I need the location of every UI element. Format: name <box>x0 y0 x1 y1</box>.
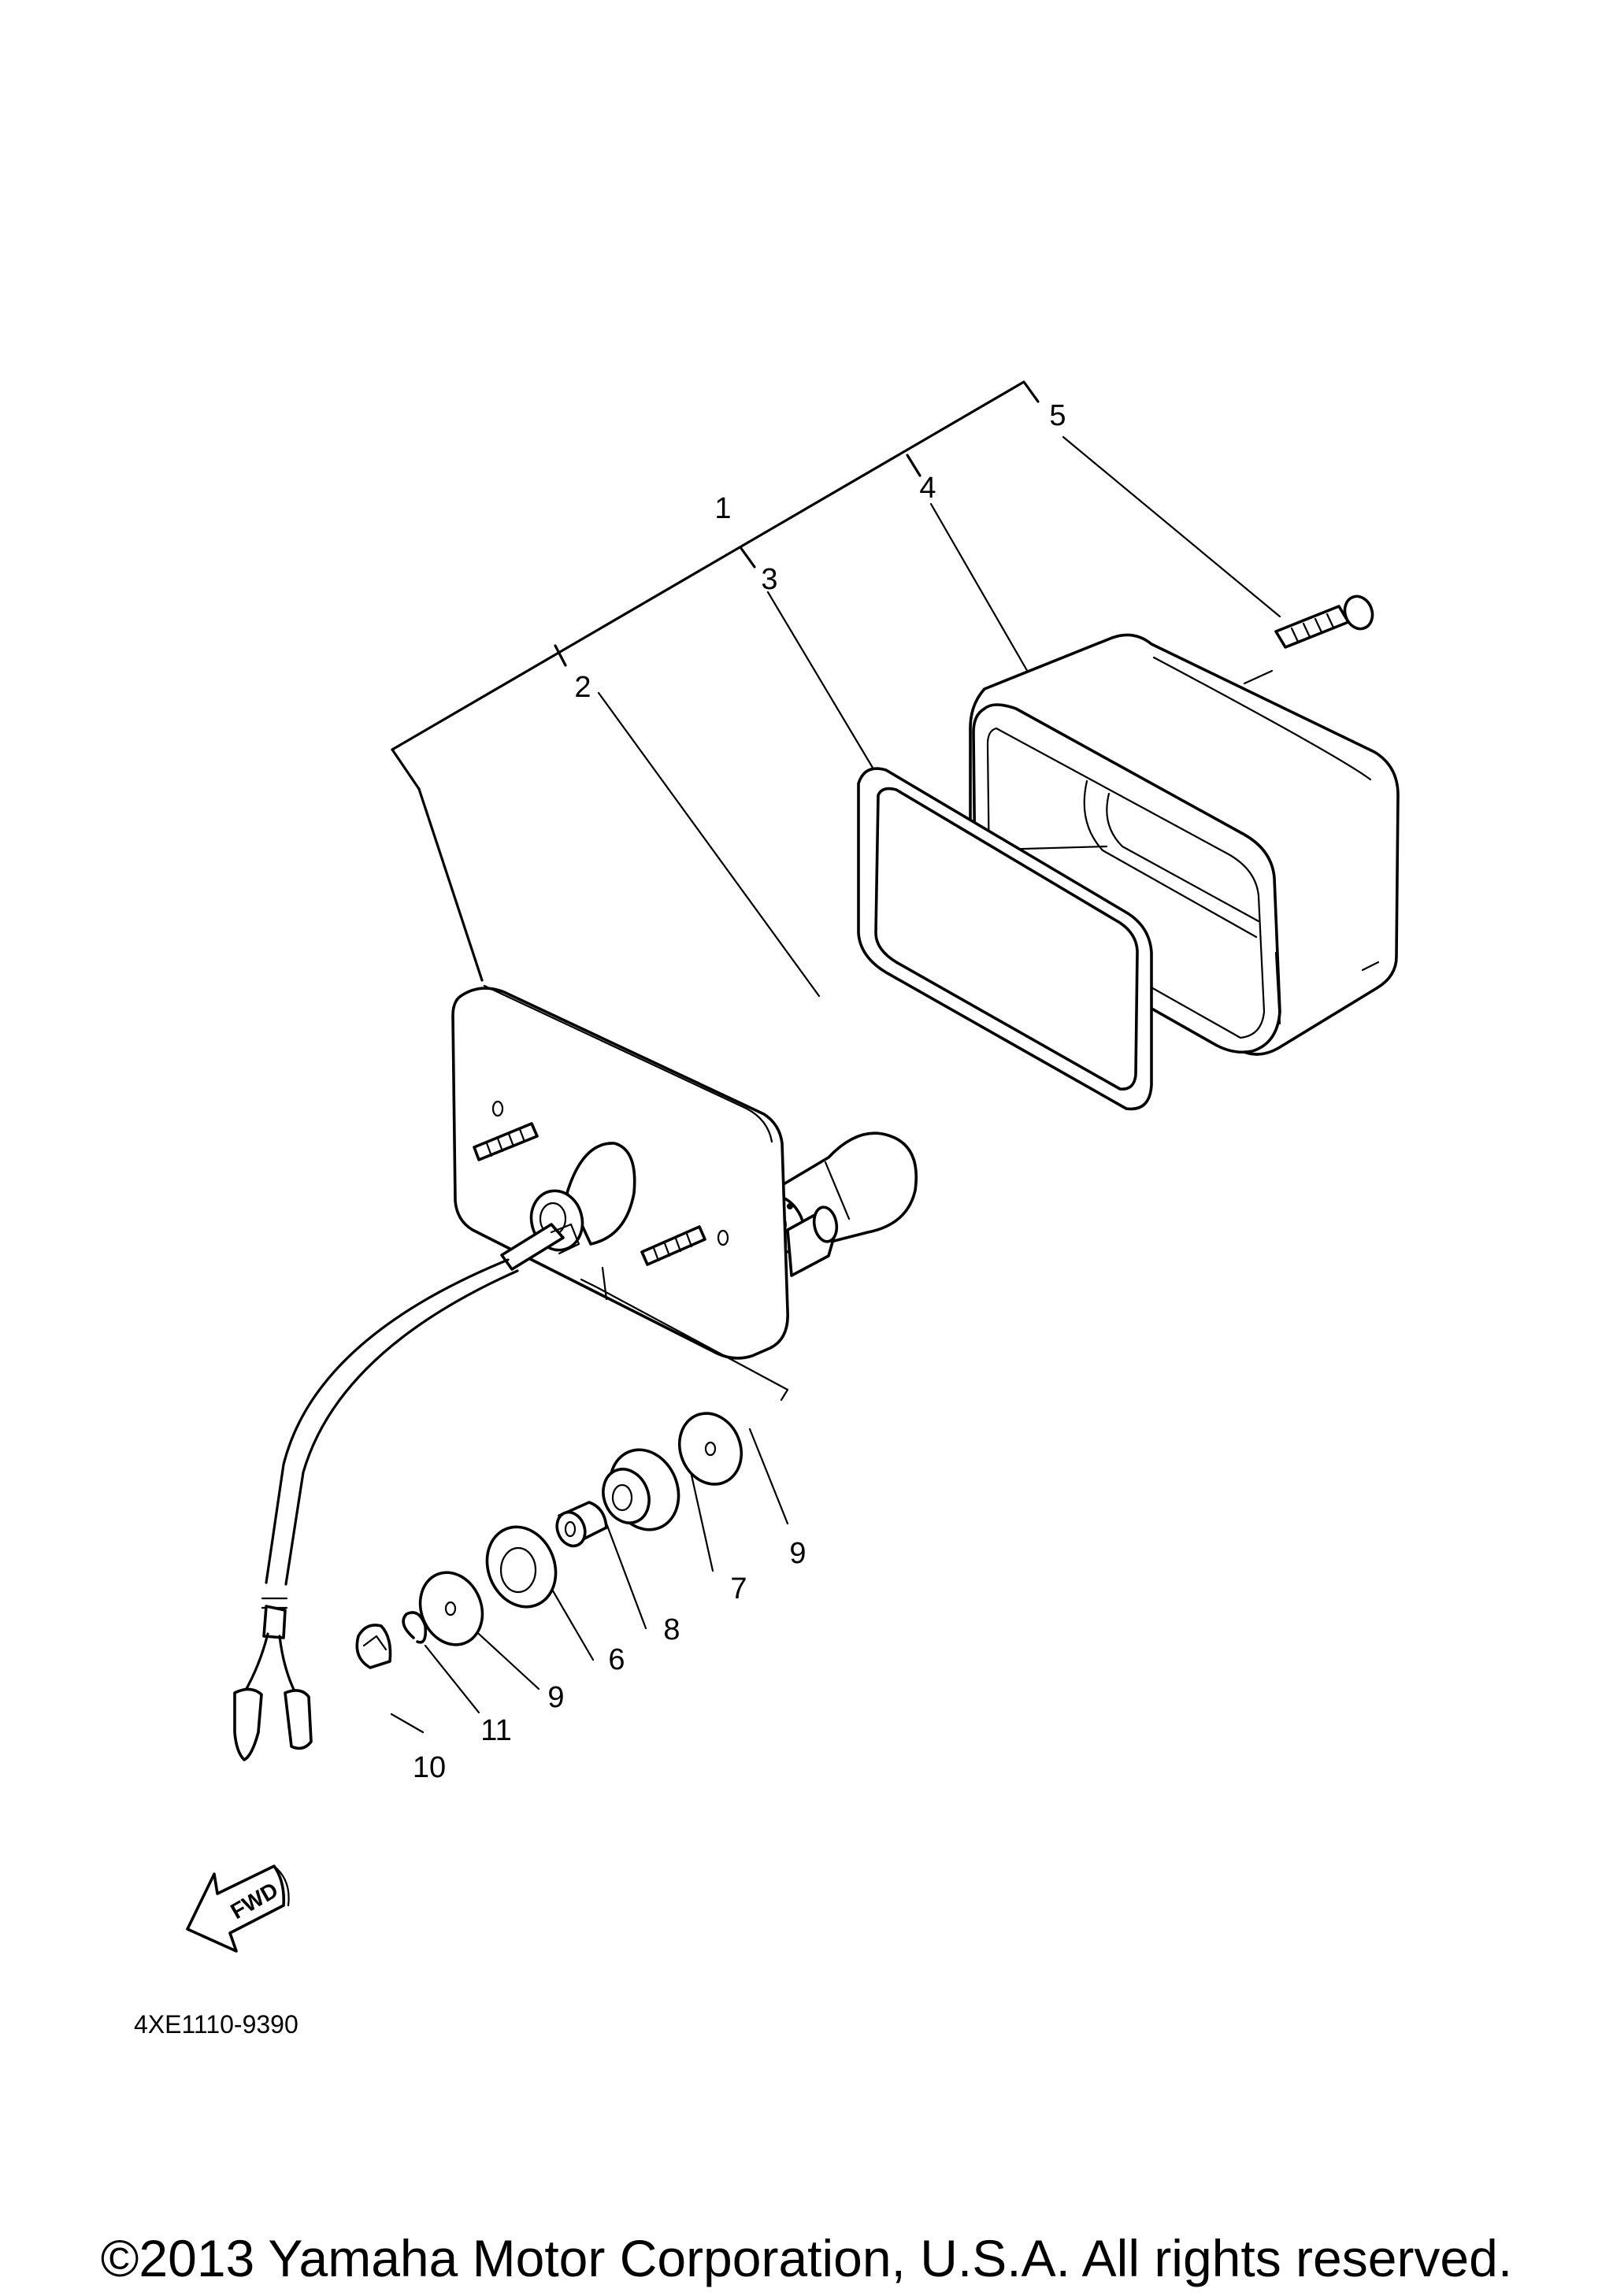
part-6-damper <box>485 1525 558 1609</box>
copyright-notice: ©2013 Yamaha Motor Corporation, U.S.A. A… <box>100 2229 1513 2287</box>
callout-9-lower: 9 <box>547 1681 564 1714</box>
callout-labels: 1 2 3 4 5 9 7 8 6 9 11 10 <box>413 399 1066 1784</box>
part-9-washer-upper <box>677 1412 743 1486</box>
callout-5: 5 <box>1049 399 1066 432</box>
callout-1: 1 <box>714 492 731 525</box>
part-11-lock-washer <box>402 1611 428 1644</box>
diagram-code: 4XE1110-9390 <box>134 2010 298 2039</box>
part-7-grommet <box>602 1448 680 1531</box>
part-10-nut <box>355 1624 392 1669</box>
callout-11: 11 <box>480 1714 511 1747</box>
part-5-screw <box>1274 594 1374 649</box>
assembly-brackets <box>391 380 1040 982</box>
callout-3: 3 <box>761 563 777 596</box>
callout-4: 4 <box>919 472 936 505</box>
callout-9-upper: 9 <box>789 1537 806 1570</box>
callout-8: 8 <box>663 1613 680 1646</box>
callout-10: 10 <box>413 1751 446 1784</box>
part-3-gasket <box>857 767 1153 1111</box>
part-8-collar <box>555 1501 608 1548</box>
callout-7: 7 <box>730 1572 747 1605</box>
fwd-arrow-icon: FWD <box>186 1865 290 1953</box>
leader-lines <box>390 435 1281 1734</box>
callout-2: 2 <box>574 671 591 704</box>
part-1-base-plate <box>233 984 839 1761</box>
callout-6: 6 <box>608 1643 625 1676</box>
